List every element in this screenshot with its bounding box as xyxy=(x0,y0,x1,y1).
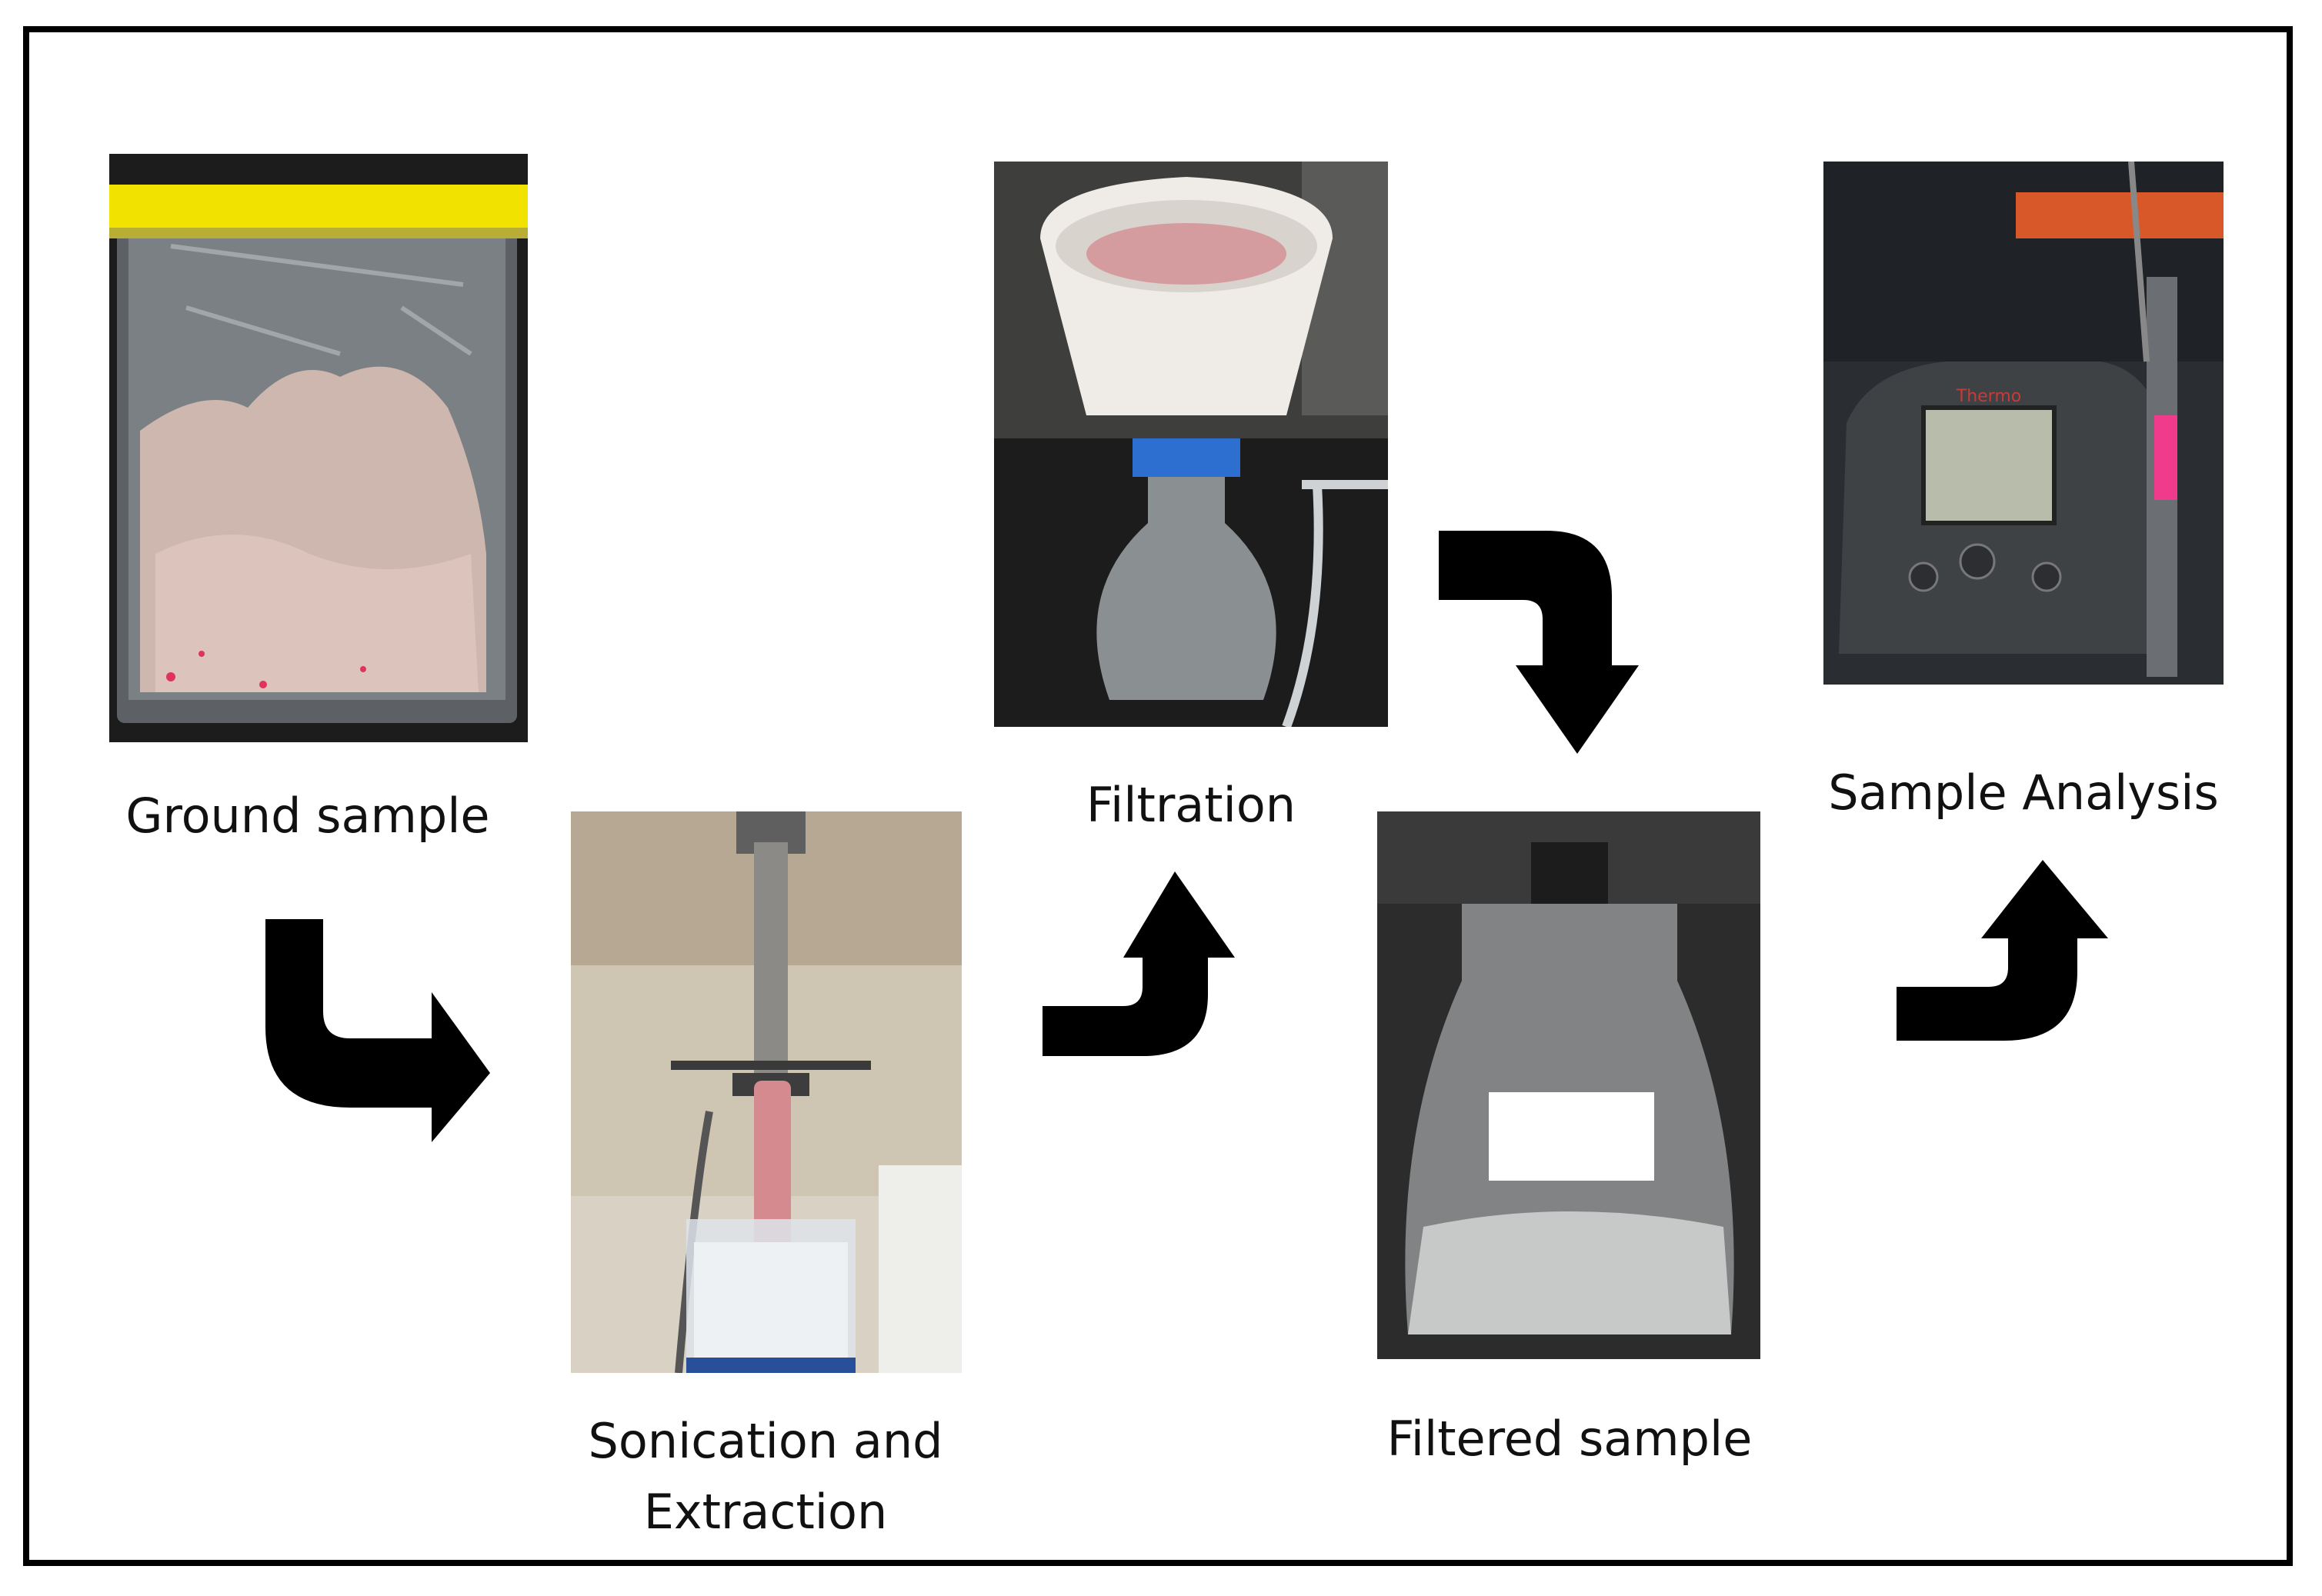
ground-sample-label-line: Ground sample xyxy=(125,788,490,844)
filtered-sample-label-line: Filtered sample xyxy=(1386,1411,1753,1467)
ground-sample-label: Ground sample xyxy=(85,781,531,851)
filtration-label: Filtration xyxy=(994,770,1388,841)
filtered-sample-label: Filtered sample xyxy=(1346,1404,1793,1474)
meter-brand-text: Thermo xyxy=(1956,387,2021,406)
arrow-sonication-to-filtration xyxy=(1043,871,1235,1056)
sample-analysis-label: Sample Analysis xyxy=(1793,758,2254,828)
filtration-label-line: Filtration xyxy=(1086,777,1296,833)
ground-sample-photo xyxy=(109,154,528,742)
filtration-photo xyxy=(994,162,1388,727)
sonication-label: Sonication and Extraction xyxy=(539,1406,993,1548)
sample-analysis-photo: Thermo xyxy=(1823,162,2224,685)
sonication-photo xyxy=(571,811,962,1373)
filtered-sample-photo xyxy=(1377,811,1760,1359)
sonication-label-line-2: Extraction xyxy=(643,1484,888,1540)
arrow-filtered-to-analysis xyxy=(1897,860,2108,1041)
sample-analysis-label-line: Sample Analysis xyxy=(1828,765,2219,821)
figure-frame xyxy=(23,26,2293,1566)
arrow-ground-to-sonication xyxy=(265,919,490,1142)
arrow-filtration-to-filtered xyxy=(1439,531,1639,754)
sonication-label-line-1: Sonication and xyxy=(588,1413,943,1469)
